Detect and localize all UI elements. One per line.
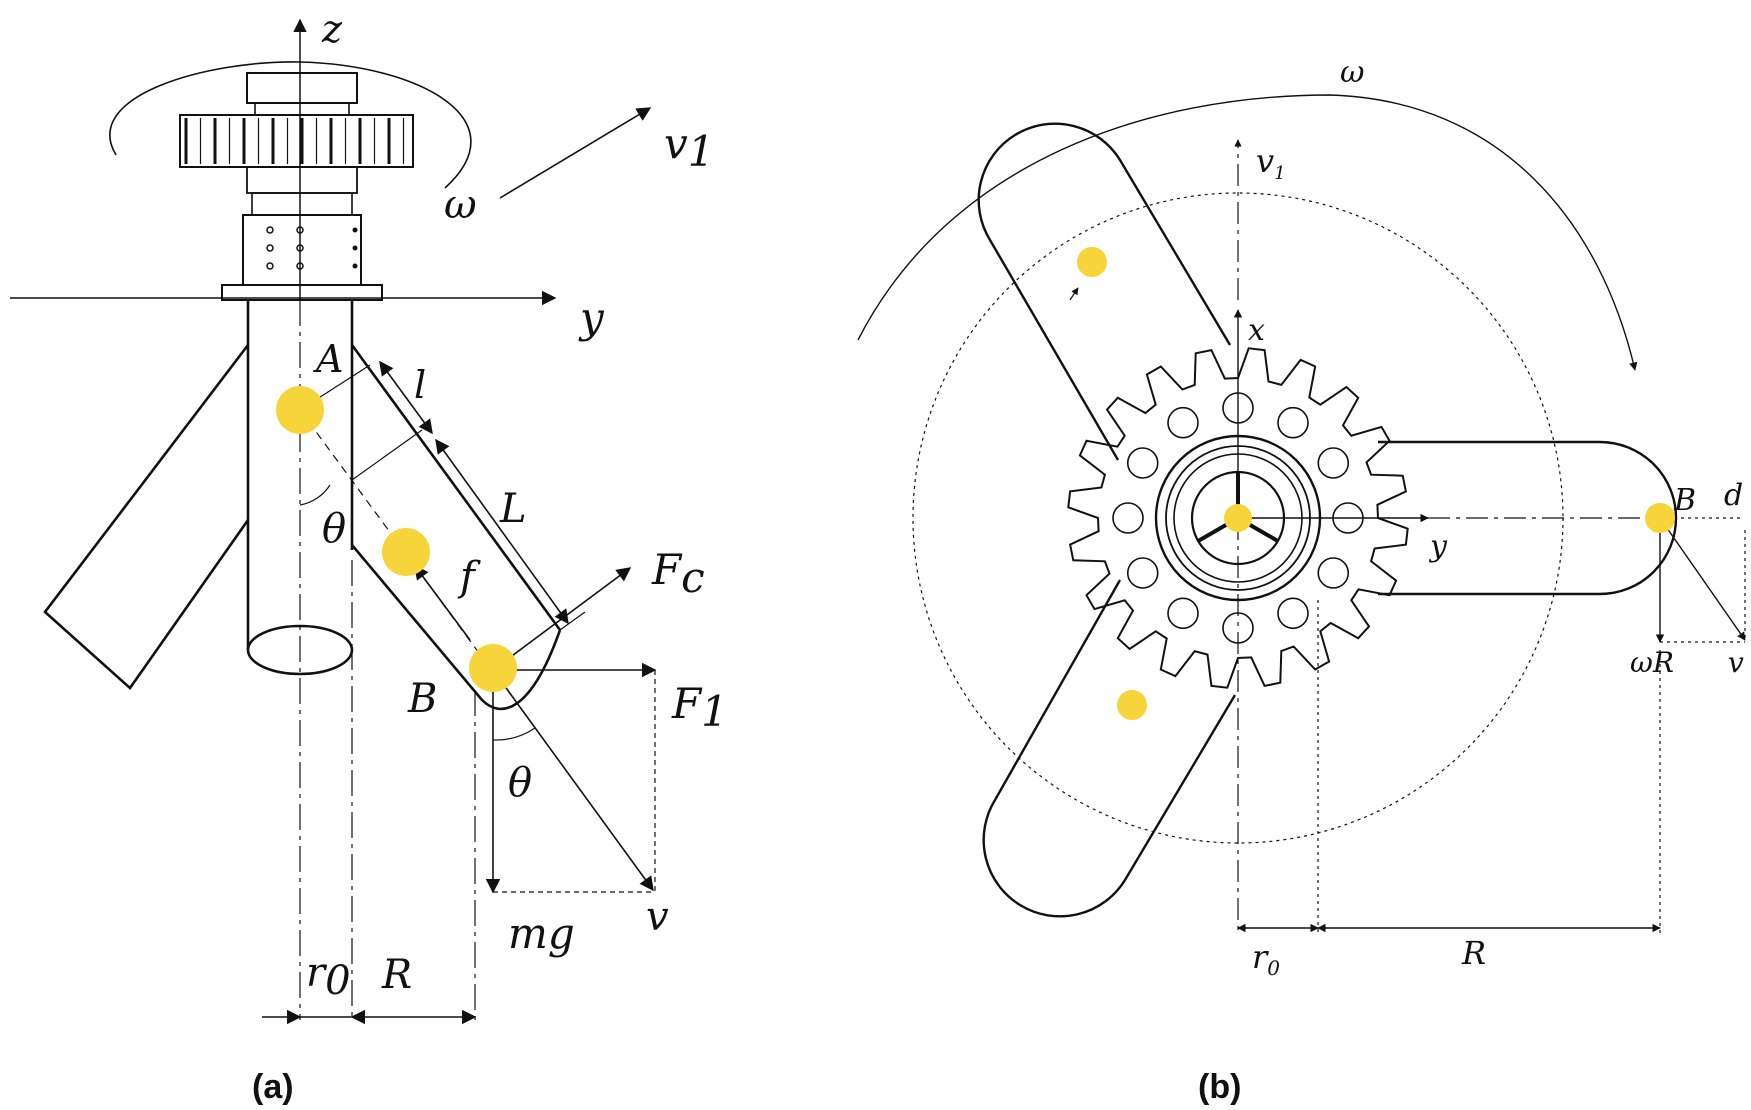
dim-l	[379, 360, 433, 435]
label-r0: r0	[306, 950, 351, 1004]
caption-b: (b)	[1198, 1068, 1241, 1106]
marker-point-a	[276, 386, 324, 434]
label-omega-b: ω	[1340, 55, 1364, 90]
v1-arrow	[499, 107, 652, 199]
marker-lower	[1117, 690, 1147, 720]
rotation-arc-b	[857, 94, 1638, 371]
label-z: z	[321, 7, 343, 51]
label-omega: ω	[444, 182, 477, 228]
label-y-b: y	[1428, 529, 1448, 564]
bolt-holes	[266, 226, 358, 270]
label-x-b: x	[1248, 313, 1265, 348]
label-l: l	[414, 363, 426, 407]
label-v-b: v	[1728, 646, 1744, 679]
marker-mid	[382, 528, 430, 576]
label-big-l: L	[499, 486, 527, 532]
center-tube	[246, 300, 354, 650]
label-a: A	[313, 337, 343, 381]
label-r-b: R	[1461, 934, 1486, 972]
gear-side-view	[179, 72, 414, 301]
label-f: f	[457, 554, 481, 600]
label-y: y	[578, 293, 605, 342]
label-b: B	[407, 676, 437, 722]
v-arrow-b	[1659, 517, 1746, 641]
marker-point-b	[469, 644, 517, 692]
friction-arrow	[414, 564, 471, 641]
label-fc: Fc	[651, 545, 705, 602]
gear-teeth	[184, 118, 405, 164]
label-f1: F1	[671, 679, 728, 736]
caption-a: (a)	[252, 1068, 294, 1106]
label-r0-b: r0	[1252, 938, 1280, 980]
label-r: R	[381, 952, 412, 998]
panel-b: ω v1 x y B d ωR v r0 R (b)	[857, 55, 1746, 1106]
label-theta-a: θ	[322, 506, 346, 552]
marker-point-b-top	[1645, 503, 1675, 533]
label-v1-b: v1	[1256, 142, 1286, 184]
marker-upper	[1077, 247, 1107, 277]
rotation-arc	[109, 61, 472, 189]
label-mg: mg	[508, 909, 575, 958]
label-d: d	[1724, 478, 1743, 513]
label-v1: v1	[664, 119, 714, 176]
velocity-arrow	[492, 669, 654, 892]
right-arm	[350, 344, 562, 711]
left-arm	[43, 344, 250, 690]
label-omega-r: ωR	[1630, 646, 1674, 679]
label-theta-b: θ	[508, 760, 532, 806]
label-v: v	[646, 894, 669, 940]
panel-a: z y ω v1 A l L θ f Fc B F1 θ mg v r0 R (…	[10, 7, 728, 1106]
arms-top-view	[977, 122, 1678, 918]
marker-center	[1224, 504, 1252, 532]
dim-L	[435, 438, 569, 625]
label-b-top: B	[1673, 483, 1696, 518]
centrifugal-force-arrow	[492, 567, 632, 671]
